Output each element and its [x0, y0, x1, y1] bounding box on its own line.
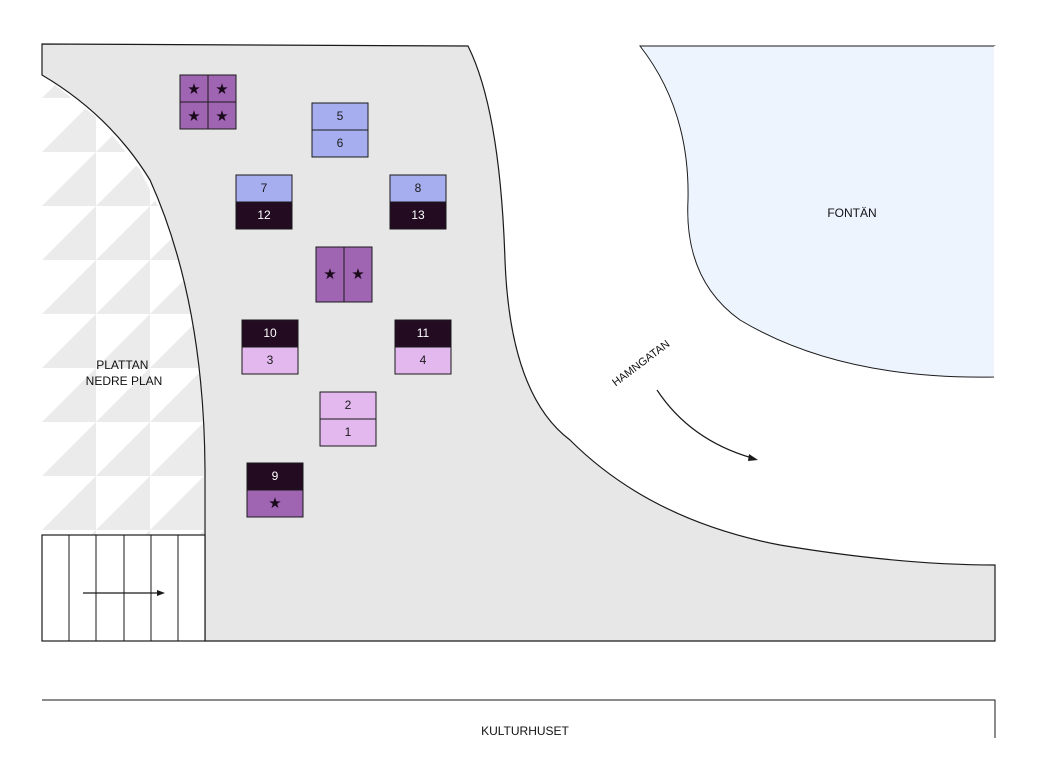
star-icon: ★	[187, 107, 200, 125]
stall-13	[389, 201, 447, 230]
street-label: HAMNGATAN	[610, 338, 672, 389]
stall-7	[235, 174, 293, 203]
svg-text:12: 12	[257, 208, 271, 222]
star-icon: ★	[215, 107, 228, 125]
street-direction-arrow	[656, 389, 753, 459]
svg-text:6: 6	[337, 136, 344, 150]
stall-pair-2-1[interactable]: 2 1	[319, 391, 377, 447]
svg-text:5: 5	[337, 109, 344, 123]
star-icon: ★	[268, 494, 281, 512]
svg-text:8: 8	[415, 181, 422, 195]
svg-text:7: 7	[261, 181, 268, 195]
stall-pair-10-3[interactable]: 10 3	[241, 319, 299, 375]
star-icon: ★	[351, 265, 364, 283]
plattan-label: PLATTAN NEDRE PLAN	[86, 358, 163, 388]
stall-pair-8-13[interactable]: 8 13	[389, 174, 447, 230]
star-stall-block-center[interactable]: ★ ★	[315, 246, 373, 303]
star-stall-below-9	[246, 489, 304, 518]
svg-text:10: 10	[263, 326, 277, 340]
kulturhuset-outline	[42, 699, 996, 738]
stall-pair-5-6[interactable]: 5 6	[311, 102, 369, 158]
stall-5	[311, 102, 369, 131]
stall-9	[246, 462, 304, 491]
star-stall-block-top[interactable]: ★ ★ ★ ★	[179, 74, 237, 130]
stall-1	[319, 418, 377, 447]
fountain-area	[638, 45, 996, 378]
stairs	[41, 534, 206, 642]
stall-4	[394, 346, 452, 375]
star-icon: ★	[323, 265, 336, 283]
svg-text:3: 3	[267, 353, 274, 367]
svg-text:9: 9	[272, 469, 279, 483]
stall-pair-9-star[interactable]: 9 ★	[246, 462, 304, 518]
stall-10	[241, 319, 299, 348]
svg-text:4: 4	[420, 353, 427, 367]
svg-text:1: 1	[345, 425, 352, 439]
building-label: KULTURHUSET	[481, 724, 569, 738]
plattan-area	[42, 75, 205, 535]
svg-text:2: 2	[345, 398, 352, 412]
star-icon: ★	[215, 80, 228, 98]
stall-pair-7-12[interactable]: 7 12	[235, 174, 293, 230]
star-icon: ★	[187, 80, 200, 98]
stall-3	[241, 346, 299, 375]
stall-6	[311, 129, 369, 158]
fountain-label: FONTÄN	[827, 206, 876, 220]
svg-text:11: 11	[417, 326, 430, 340]
svg-text:13: 13	[411, 208, 425, 222]
stall-12	[235, 201, 293, 230]
stall-pair-11-4[interactable]: 11 4	[394, 319, 452, 375]
